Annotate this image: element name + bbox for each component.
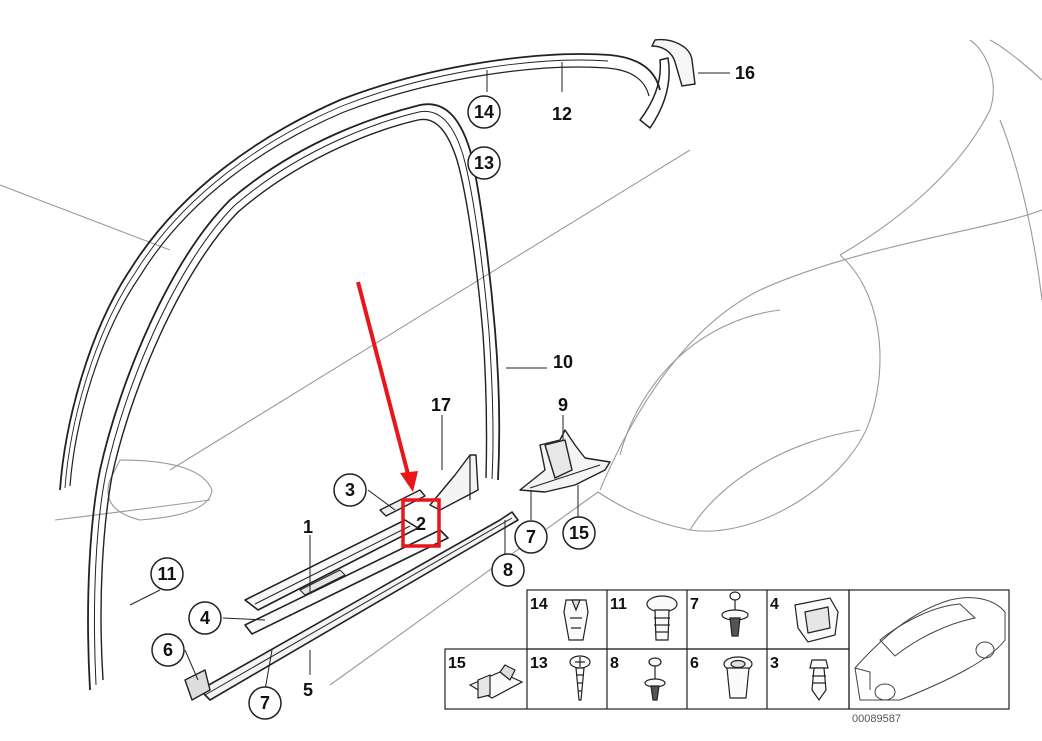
slide-clip-icon xyxy=(794,597,839,643)
callout-c12: 12 xyxy=(552,104,572,124)
table-num-3: 3 xyxy=(770,655,779,672)
callout-c2: 2 xyxy=(416,514,426,534)
callout-label: 14 xyxy=(474,102,494,122)
table-num-15: 15 xyxy=(448,655,466,672)
parts-table: 14 11 7 4 15 13 8 6 3 xyxy=(444,589,1010,725)
table-num-8: 8 xyxy=(610,655,619,672)
table-num-13: 13 xyxy=(530,655,548,672)
callout-label: 3 xyxy=(345,480,355,500)
callout-c9: 9 xyxy=(558,395,568,415)
callout-c3: 3 xyxy=(333,473,367,507)
table-num-11: 11 xyxy=(610,596,627,613)
callout-label: 1 xyxy=(303,517,313,537)
callout-c7b: 7 xyxy=(514,520,548,554)
callout-circle xyxy=(188,601,222,635)
callout-c5: 5 xyxy=(303,680,313,700)
table-num-14: 14 xyxy=(530,596,548,613)
callout-c15: 15 xyxy=(562,516,596,550)
callout-label: 4 xyxy=(200,608,210,628)
callout-circle xyxy=(467,95,501,129)
callout-label: 8 xyxy=(503,560,513,580)
leader-lines xyxy=(129,62,730,691)
callout-label: 5 xyxy=(303,680,313,700)
table-num-4: 4 xyxy=(770,596,779,613)
callout-circle xyxy=(333,473,367,507)
reference-number: 00089587 xyxy=(852,713,901,725)
callout-c4: 4 xyxy=(188,601,222,635)
callout-label: 16 xyxy=(735,63,755,83)
callout-c6: 6 xyxy=(151,633,185,667)
car-thumbnail-icon xyxy=(854,597,1006,701)
expanding-rivet-icon xyxy=(721,591,749,637)
callout-c16: 16 xyxy=(735,63,755,83)
door-frame-seal xyxy=(87,103,501,691)
callout-circle xyxy=(151,633,185,667)
callout-circle xyxy=(514,520,548,554)
clip-nut-icon xyxy=(563,599,589,641)
callout-c8: 8 xyxy=(491,553,525,587)
roof-seal xyxy=(59,53,670,491)
grommet-icon xyxy=(723,656,753,699)
callout-c14: 14 xyxy=(467,95,501,129)
callout-label: 13 xyxy=(474,153,494,173)
sill-trims xyxy=(184,454,519,701)
callout-label: 17 xyxy=(431,395,451,415)
callout-label: 11 xyxy=(157,564,176,584)
callout-label: 2 xyxy=(416,514,426,534)
screw-icon xyxy=(569,655,591,701)
callout-circle xyxy=(562,516,596,550)
table-num-6: 6 xyxy=(690,655,699,672)
callout-c11: 11 xyxy=(150,557,184,591)
callout-c17: 17 xyxy=(431,395,451,415)
callout-label: 7 xyxy=(526,527,536,547)
red-arrow xyxy=(356,281,418,492)
push-rivet-icon xyxy=(646,595,678,641)
callout-circle xyxy=(248,686,282,720)
callout-c10: 10 xyxy=(553,352,573,372)
callout-circle xyxy=(467,146,501,180)
callout-circle xyxy=(150,557,184,591)
spring-nut-icon xyxy=(468,664,524,699)
callout-c13: 13 xyxy=(467,146,501,180)
callout-circle xyxy=(491,553,525,587)
car-body-outline xyxy=(0,39,1042,686)
callout-label: 10 xyxy=(553,352,573,372)
callout-c7a: 7 xyxy=(248,686,282,720)
highlight-box xyxy=(401,498,441,548)
bracket-part xyxy=(519,429,611,493)
rivet-icon xyxy=(644,657,666,701)
callout-label: 7 xyxy=(260,693,270,713)
clip-icon xyxy=(809,659,829,702)
end-cap-part xyxy=(650,38,696,87)
callout-label: 15 xyxy=(569,523,589,543)
callout-label: 6 xyxy=(163,640,173,660)
callout-label: 9 xyxy=(558,395,568,415)
callout-label: 12 xyxy=(552,104,572,124)
table-num-7: 7 xyxy=(690,596,699,613)
parts-table-grid xyxy=(444,589,1010,710)
callout-c1: 1 xyxy=(303,517,313,537)
